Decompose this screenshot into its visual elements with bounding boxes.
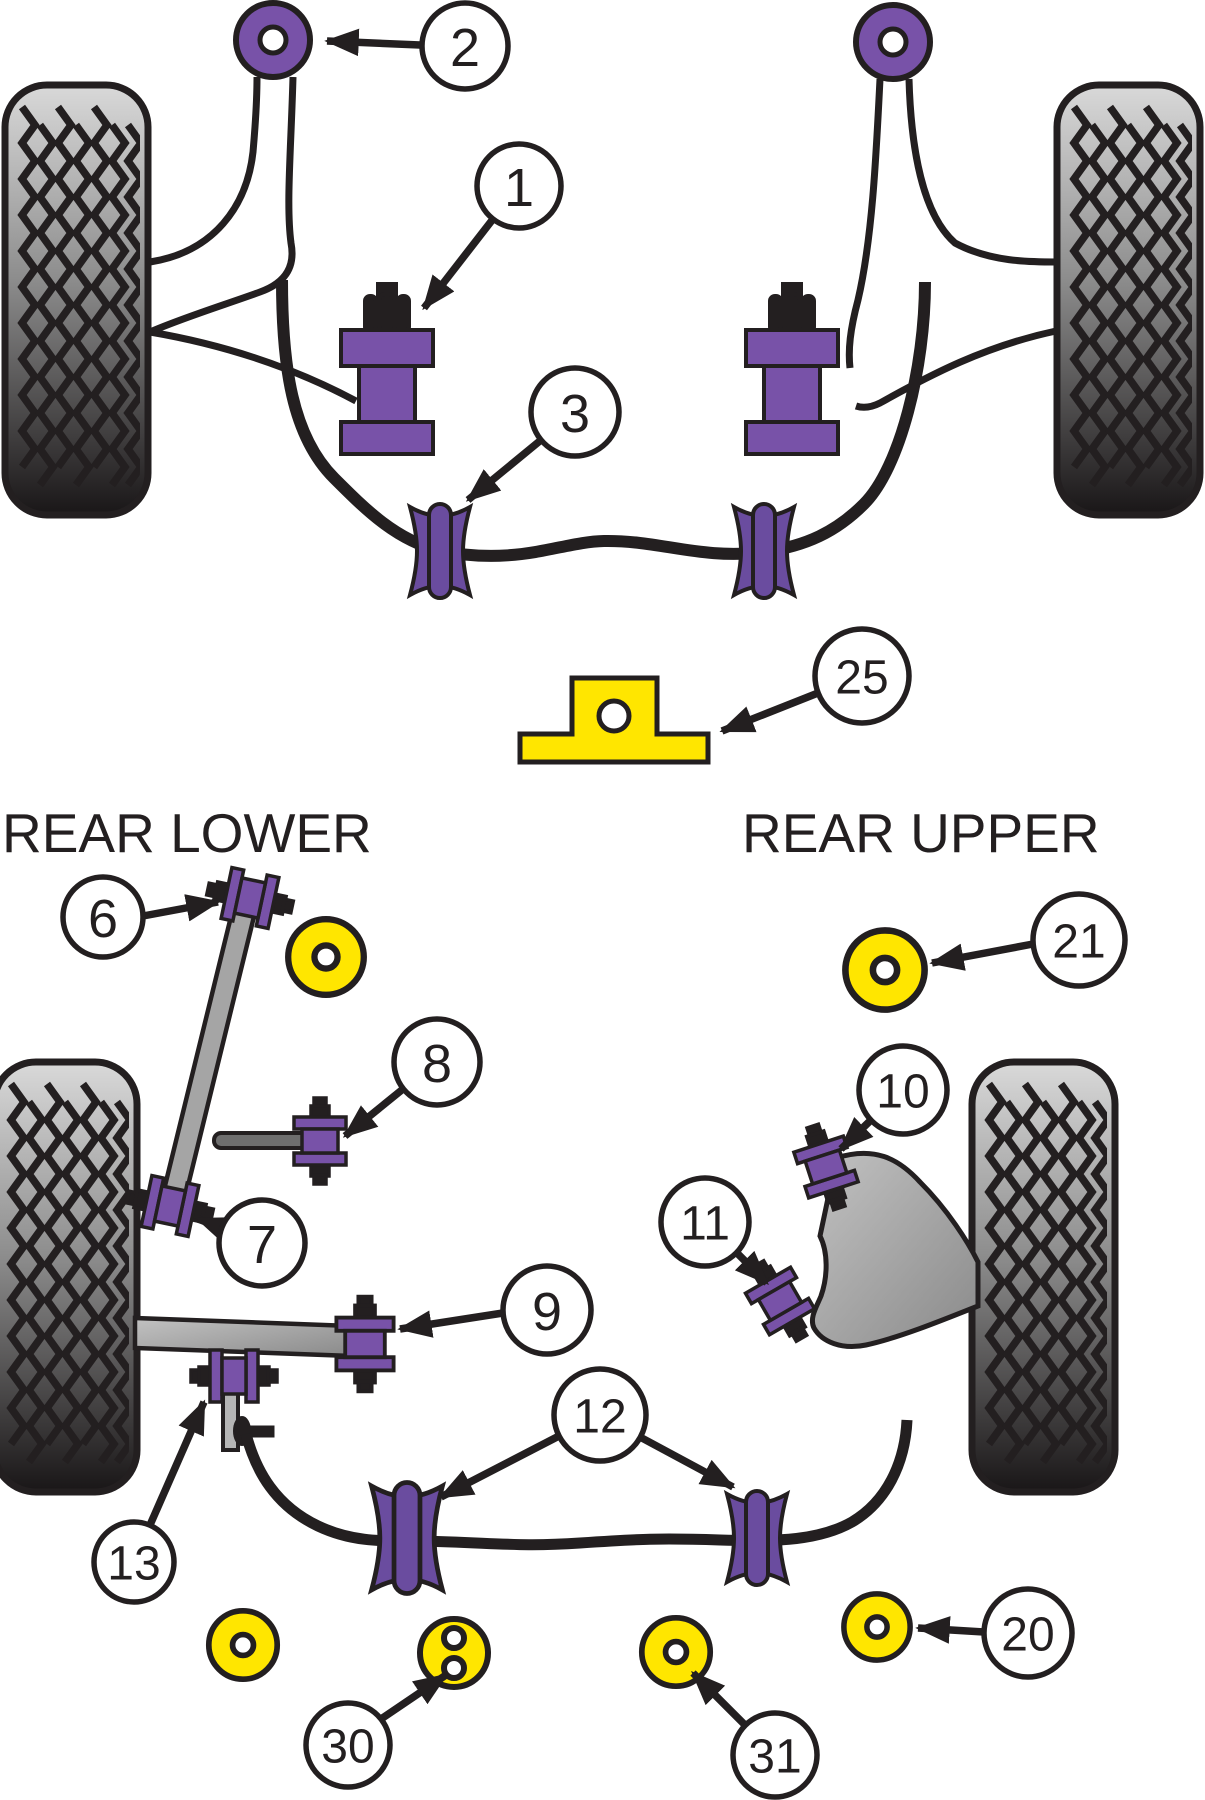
svg-text:11: 11: [680, 1198, 730, 1251]
svg-text:30: 30: [321, 1721, 374, 1774]
arrow-30: [378, 1671, 449, 1723]
front-left-tire: [5, 85, 148, 515]
arrow-8: [342, 1086, 406, 1139]
arrow-3: [465, 437, 544, 503]
rear-upper-wishbone: [809, 1150, 981, 1349]
front-arb-bush-left: [408, 502, 472, 600]
svg-text:20: 20: [1001, 1609, 1054, 1662]
spring-pad-20: [844, 1594, 910, 1660]
svg-text:7: 7: [247, 1215, 277, 1275]
trailing-arm-bush-9: [334, 1294, 396, 1394]
rear-arb-bush-right: [725, 1489, 789, 1587]
callout-arrows: [142, 28, 1034, 1728]
svg-text:9: 9: [532, 1282, 562, 1342]
front-arb-bush-right: [732, 502, 796, 600]
front-anti-roll-bar: [276, 279, 931, 562]
svg-text:10: 10: [876, 1066, 929, 1119]
callout-7: 7: [216, 1197, 308, 1289]
callout-11: 11: [658, 1175, 752, 1269]
arrow-31: [690, 1670, 748, 1728]
spring-pad-21: [845, 930, 924, 1009]
rear-right-tire: [972, 1062, 1115, 1492]
svg-text:2: 2: [450, 18, 480, 78]
svg-text:21: 21: [1052, 916, 1105, 969]
callout-30: 30: [303, 1700, 393, 1790]
rear-arb-bush-left: [372, 1483, 443, 1594]
svg-text:25: 25: [835, 652, 888, 705]
svg-text:13: 13: [107, 1538, 160, 1591]
front-right-top-mount: [856, 5, 930, 79]
rear-anti-roll-bar: [240, 1419, 913, 1551]
arrow-12-left: [438, 1432, 561, 1501]
callout-8: 8: [391, 1016, 483, 1108]
rod-bush-8: [292, 1096, 348, 1186]
callout-21: 21: [1030, 891, 1128, 989]
arrow-9: [397, 1309, 504, 1338]
callout-12: 12: [551, 1366, 649, 1464]
front-left-strut-lines: [148, 76, 358, 405]
arrow-2: [324, 28, 421, 57]
callout-31: 31: [730, 1710, 820, 1800]
arrow-10: [838, 1117, 874, 1152]
arrow-12-right: [638, 1433, 736, 1491]
rear-left-tire: [0, 1062, 137, 1492]
rear-lower-arm: [159, 885, 263, 1205]
engine-mount-left: [339, 282, 435, 456]
callout-1: 1: [474, 141, 564, 231]
callout-20: 20: [981, 1586, 1075, 1680]
svg-text:3: 3: [560, 384, 590, 444]
mount-bracket-25: [517, 675, 711, 765]
front-right-strut-lines: [845, 78, 1057, 411]
callout-9: 9: [500, 1263, 594, 1357]
arrow-25: [719, 689, 820, 735]
spring-pad-upper-left: [288, 919, 364, 995]
arrow-11: [734, 1250, 770, 1286]
svg-text:6: 6: [88, 889, 118, 949]
callout-25: 25: [812, 626, 912, 726]
arrow-6: [142, 894, 221, 922]
callout-3: 3: [528, 365, 622, 459]
svg-text:8: 8: [422, 1034, 452, 1094]
callout-6: 6: [60, 874, 146, 960]
arrow-20: [915, 1616, 985, 1644]
svg-text:12: 12: [573, 1391, 626, 1444]
callout-13: 13: [91, 1519, 177, 1605]
arrow-21: [929, 940, 1034, 971]
rear-upper-title: REAR UPPER: [742, 802, 1100, 864]
trailing-arm: [132, 1315, 355, 1359]
front-right-tire: [1057, 85, 1200, 515]
drop-link-bush-13: [189, 1348, 279, 1404]
arrow-1: [421, 216, 496, 311]
rear-lower-title: REAR LOWER: [2, 802, 372, 864]
arrow-7: [195, 1215, 233, 1244]
spring-pad-lower-left: [209, 1611, 277, 1679]
engine-mount-right: [744, 282, 840, 456]
arrow-13: [146, 1399, 208, 1527]
callout-10: 10: [856, 1043, 950, 1137]
bump-stop-30: [417, 1616, 491, 1690]
front-left-top-mount: [236, 3, 310, 77]
callout-2: 2: [419, 0, 511, 92]
svg-text:1: 1: [504, 158, 534, 218]
svg-text:31: 31: [748, 1731, 801, 1784]
